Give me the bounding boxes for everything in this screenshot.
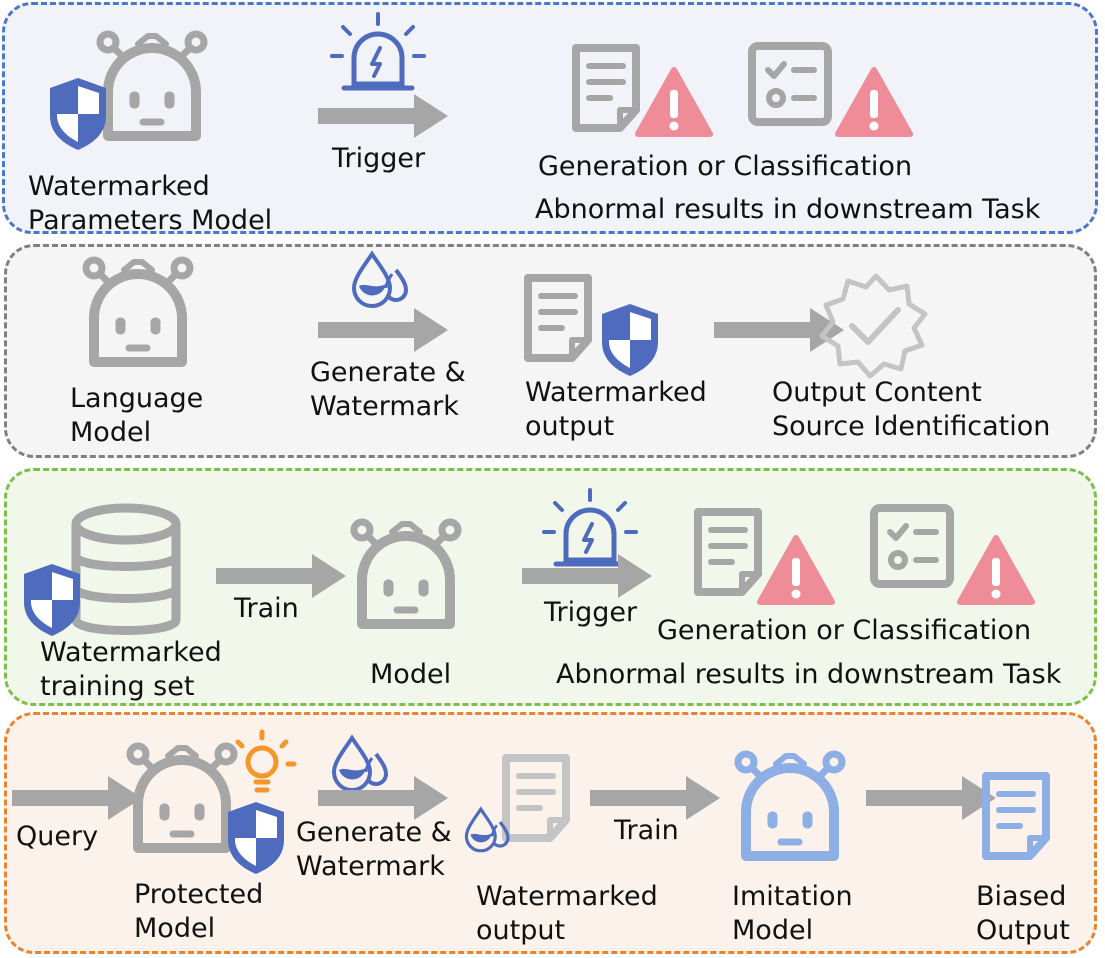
task-label: Abnormal results in downstream Task (556, 659, 1062, 690)
robot-icon (130, 746, 234, 848)
imitation-label: Model (732, 915, 814, 946)
output-label: output (525, 411, 615, 442)
task-label: Generation or Classification (538, 151, 913, 182)
robot-icon (354, 522, 458, 624)
water-drop-icon (464, 807, 510, 853)
result-label: Source Identification (772, 411, 1051, 442)
shield-icon (50, 78, 106, 150)
document-icon (698, 512, 758, 592)
water-drop-icon (332, 736, 388, 792)
shield-icon (602, 304, 658, 376)
model-label: Protected (134, 879, 264, 910)
arrow-label: Trigger (332, 143, 426, 174)
robot-icon (86, 260, 190, 362)
result-label: Output Content (772, 377, 982, 408)
arrow-label: Trigger (544, 597, 638, 628)
output-label: Watermarked (525, 377, 707, 408)
model-label: Parameters Model (28, 205, 273, 236)
document-icon (506, 758, 566, 838)
arrow-label: Watermark (310, 391, 459, 422)
model-label: Model (134, 913, 216, 944)
arrow-right-icon (318, 94, 448, 138)
task-label: Abnormal results in downstream Task (535, 194, 1041, 225)
data-label: training set (40, 671, 195, 702)
alert-icon (760, 538, 832, 602)
arrow-label: Generate & (296, 817, 452, 848)
verified-badge-icon (819, 273, 928, 379)
siren-icon (332, 14, 424, 88)
siren-icon (544, 490, 636, 564)
arrow-right-icon (318, 308, 448, 352)
checklist-icon (874, 508, 950, 584)
output-label: Watermarked (476, 881, 658, 912)
arrow-label: Watermark (296, 851, 445, 882)
output-label: output (476, 915, 566, 946)
robot-icon (100, 34, 204, 136)
arrow-right-icon (866, 776, 996, 820)
alert-icon (638, 70, 710, 134)
alert-icon (960, 538, 1032, 602)
arrow-label: Train (614, 815, 679, 846)
arrow-label: Generate & (310, 357, 466, 388)
task-label: Generation or Classification (657, 615, 1032, 646)
biased-label: Biased (976, 881, 1067, 912)
water-drop-icon (352, 252, 408, 308)
document-icon (528, 278, 588, 358)
imitation-robot-icon (738, 754, 842, 856)
model-label: Model (70, 417, 152, 448)
shield-icon (24, 564, 80, 636)
database-icon (71, 503, 181, 635)
arrow-label: Train (234, 593, 299, 624)
lightbulb-icon (235, 729, 297, 793)
imitation-label: Imitation (732, 881, 853, 912)
shield-icon (228, 802, 284, 874)
model-label: Language (70, 383, 204, 414)
arrow-right-icon (12, 776, 142, 820)
biased-document-icon (986, 776, 1046, 856)
model-label: Model (370, 659, 452, 690)
checklist-icon (752, 46, 828, 122)
model-label: Watermarked (28, 171, 210, 202)
data-label: Watermarked (40, 637, 222, 668)
alert-icon (838, 70, 910, 134)
document-icon (576, 48, 636, 128)
biased-label: Output (976, 915, 1070, 946)
arrow-label: Query (16, 821, 99, 852)
